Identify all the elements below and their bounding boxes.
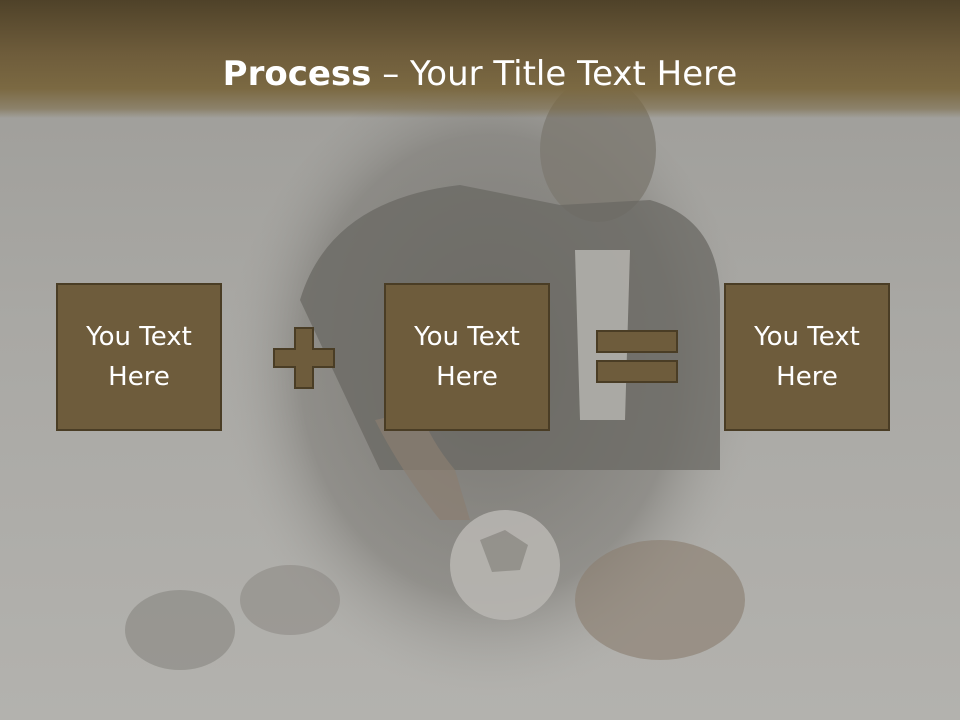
process-box-3-line2: Here — [776, 362, 838, 392]
process-box-2-line1: You Text — [414, 322, 520, 352]
process-box-3[interactable]: You Text Here — [724, 283, 890, 431]
title-dash: – — [371, 54, 411, 94]
slide-title: Process – Your Title Text Here — [0, 52, 960, 96]
title-bar — [0, 0, 960, 118]
process-box-3-line1: You Text — [754, 322, 860, 352]
process-box-1[interactable]: You Text Here — [56, 283, 222, 431]
equals-icon — [596, 330, 678, 383]
plus-icon — [273, 327, 335, 389]
title-rest: Your Title Text Here — [410, 54, 738, 94]
process-box-2[interactable]: You Text Here — [384, 283, 550, 431]
process-box-1-line2: Here — [108, 362, 170, 392]
title-bold-part: Process — [222, 54, 372, 94]
process-box-1-line1: You Text — [86, 322, 192, 352]
process-box-2-line2: Here — [436, 362, 498, 392]
